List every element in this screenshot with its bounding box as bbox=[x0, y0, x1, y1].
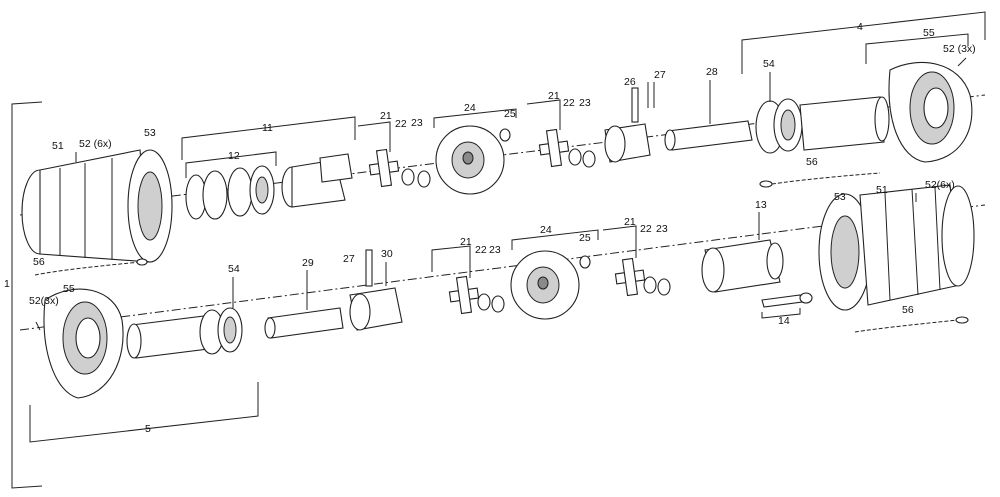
label-56-upper-right: 56 bbox=[806, 156, 818, 168]
chain-56-lower-right bbox=[854, 316, 969, 333]
label-52-upper: 52 (6x) bbox=[79, 138, 112, 150]
cross-joint-upper-left bbox=[368, 148, 431, 188]
guard-cone-55-upper-right bbox=[888, 62, 973, 163]
label-27-lower: 27 bbox=[343, 253, 355, 265]
bracket-4: 4 bbox=[741, 11, 986, 74]
label-25-upper: 25 bbox=[504, 108, 516, 120]
yoke-upper-left bbox=[281, 153, 353, 208]
bracket-5: 5 bbox=[29, 382, 259, 443]
label-27-upper: 27 bbox=[654, 69, 666, 81]
label-56-upper-left: 56 bbox=[33, 256, 45, 268]
label-14: 14 bbox=[778, 315, 790, 327]
guard-cone-upper-left bbox=[21, 149, 173, 263]
guard-cone-lower-right bbox=[818, 184, 975, 311]
label-4: 4 bbox=[857, 21, 863, 33]
label-23-upper-b: 23 bbox=[579, 97, 591, 109]
label-22-lower-a: 22 bbox=[475, 244, 487, 256]
outer-tube-lower bbox=[126, 314, 217, 359]
cross-joint-lower-right bbox=[614, 257, 671, 297]
chain-56-upper-left bbox=[34, 258, 148, 276]
label-11: 11 bbox=[262, 122, 273, 134]
inner-tube-28 bbox=[664, 120, 753, 151]
locking-pin-14 bbox=[761, 292, 813, 308]
label-22-upper-b: 22 bbox=[563, 97, 575, 109]
label-25-lower: 25 bbox=[579, 232, 591, 244]
label-52-upper-right: 52 (3x) bbox=[943, 43, 976, 55]
label-53-upper: 53 bbox=[144, 127, 156, 139]
label-52-lower-left: 52(3x) bbox=[29, 295, 59, 307]
label-13: 13 bbox=[755, 199, 767, 211]
label-28: 28 bbox=[706, 66, 718, 78]
bearing-ring-54-lower bbox=[199, 307, 243, 355]
label-51-lower: 51 bbox=[876, 184, 888, 196]
label-54-upper: 54 bbox=[763, 58, 775, 70]
chain-56-upper-right bbox=[759, 172, 881, 188]
joint-housing-24-upper bbox=[435, 125, 511, 195]
bearing-ring-54-upper bbox=[755, 98, 803, 154]
yoke-13 bbox=[701, 239, 784, 293]
label-56-lower-right: 56 bbox=[902, 304, 914, 316]
label-23-lower-b: 23 bbox=[656, 223, 668, 235]
inner-tube-29 bbox=[264, 307, 344, 339]
label-29: 29 bbox=[302, 257, 314, 269]
joint-housing-24-lower bbox=[510, 250, 591, 320]
yoke-30 bbox=[349, 249, 403, 331]
label-22-upper-a: 22 bbox=[395, 118, 407, 130]
assembly-bracket-1: 1 bbox=[4, 101, 43, 489]
bracket-12: 12 bbox=[185, 150, 277, 178]
label-21-lower-a: 21 bbox=[460, 236, 472, 248]
label-22-lower-b: 22 bbox=[640, 223, 652, 235]
outer-tube-upper bbox=[799, 96, 890, 151]
label-21-upper-b: 21 bbox=[548, 90, 560, 102]
label-21-lower-b: 21 bbox=[624, 216, 636, 228]
label-55-upper: 55 bbox=[923, 27, 935, 39]
label-21-upper-a: 21 bbox=[380, 110, 392, 122]
label-24-lower: 24 bbox=[540, 224, 552, 236]
label-12: 12 bbox=[228, 150, 240, 162]
bearing-rings-12 bbox=[185, 165, 275, 220]
yoke-26 bbox=[604, 87, 651, 163]
label-24-upper: 24 bbox=[464, 102, 476, 114]
label-30: 30 bbox=[381, 248, 393, 260]
cross-joint-upper-right bbox=[538, 128, 596, 168]
label-5: 5 bbox=[145, 423, 151, 435]
label-53-lower: 53 bbox=[834, 191, 846, 203]
label-26: 26 bbox=[624, 76, 636, 88]
label-52-lower-right: 52(6x) bbox=[925, 179, 955, 191]
label-1: 1 bbox=[4, 278, 10, 290]
bracket-11: 11 bbox=[181, 116, 356, 160]
cross-joint-lower-left bbox=[448, 275, 505, 315]
label-23-upper-a: 23 bbox=[411, 117, 423, 129]
label-51-upper: 51 bbox=[52, 140, 64, 152]
guard-cone-55-lower-left bbox=[43, 288, 124, 399]
label-54-lower: 54 bbox=[228, 263, 240, 275]
label-55-lower: 55 bbox=[63, 283, 75, 295]
label-23-lower-a: 23 bbox=[489, 244, 501, 256]
